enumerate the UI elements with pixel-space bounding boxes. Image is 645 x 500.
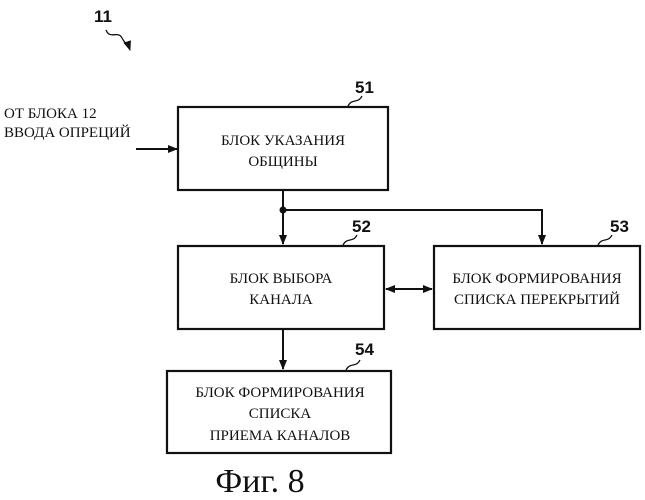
block-52-line1: БЛОК ВЫБОРА [230,271,333,287]
block-51-line2: ОБЩИНЫ [248,154,317,170]
block-53: БЛОК ФОРМИРОВАНИЯ СПИСКА ПЕРЕКРЫТИЙ 53 [434,217,640,329]
figure-caption: Фиг. 8 [215,463,304,500]
block-53-leader [598,235,612,245]
block-51-leader [348,96,362,106]
block-52: БЛОК ВЫБОРА КАНАЛА 52 [178,217,384,329]
block-51-ref: 51 [355,78,374,97]
block-53-line2: СПИСКА ПЕРЕКРЫТИЙ [454,291,620,308]
block-51: БЛОК УКАЗАНИЯ ОБЩИНЫ 51 [178,78,388,190]
block-52-ref: 52 [352,217,371,236]
block-52-line2: КАНАЛА [249,292,313,308]
block-53-line1: БЛОК ФОРМИРОВАНИЯ [452,271,621,287]
block-53-ref: 53 [610,217,629,236]
block-54-line3: ПРИЕМА КАНАЛОВ [210,428,351,444]
block-54-leader [346,360,360,370]
figure-ref-arrow [106,30,130,50]
block-52-leader [343,235,357,245]
block-54: БЛОК ФОРМИРОВАНИЯ СПИСКА ПРИЕМА КАНАЛОВ … [167,340,391,453]
block-54-line2: СПИСКА [249,406,312,422]
block-51-line1: БЛОК УКАЗАНИЯ [221,133,345,149]
block-54-ref: 54 [355,340,374,359]
input-label-line1: ОТ БЛОКА 12 [4,106,97,122]
figure-ref-number: 11 [94,7,112,26]
input-label-line2: ВВОДА ОПРЕЦИЙ [4,124,131,141]
arrow-51-to-53 [283,210,542,244]
block-54-line1: БЛОК ФОРМИРОВАНИЯ [195,385,364,401]
